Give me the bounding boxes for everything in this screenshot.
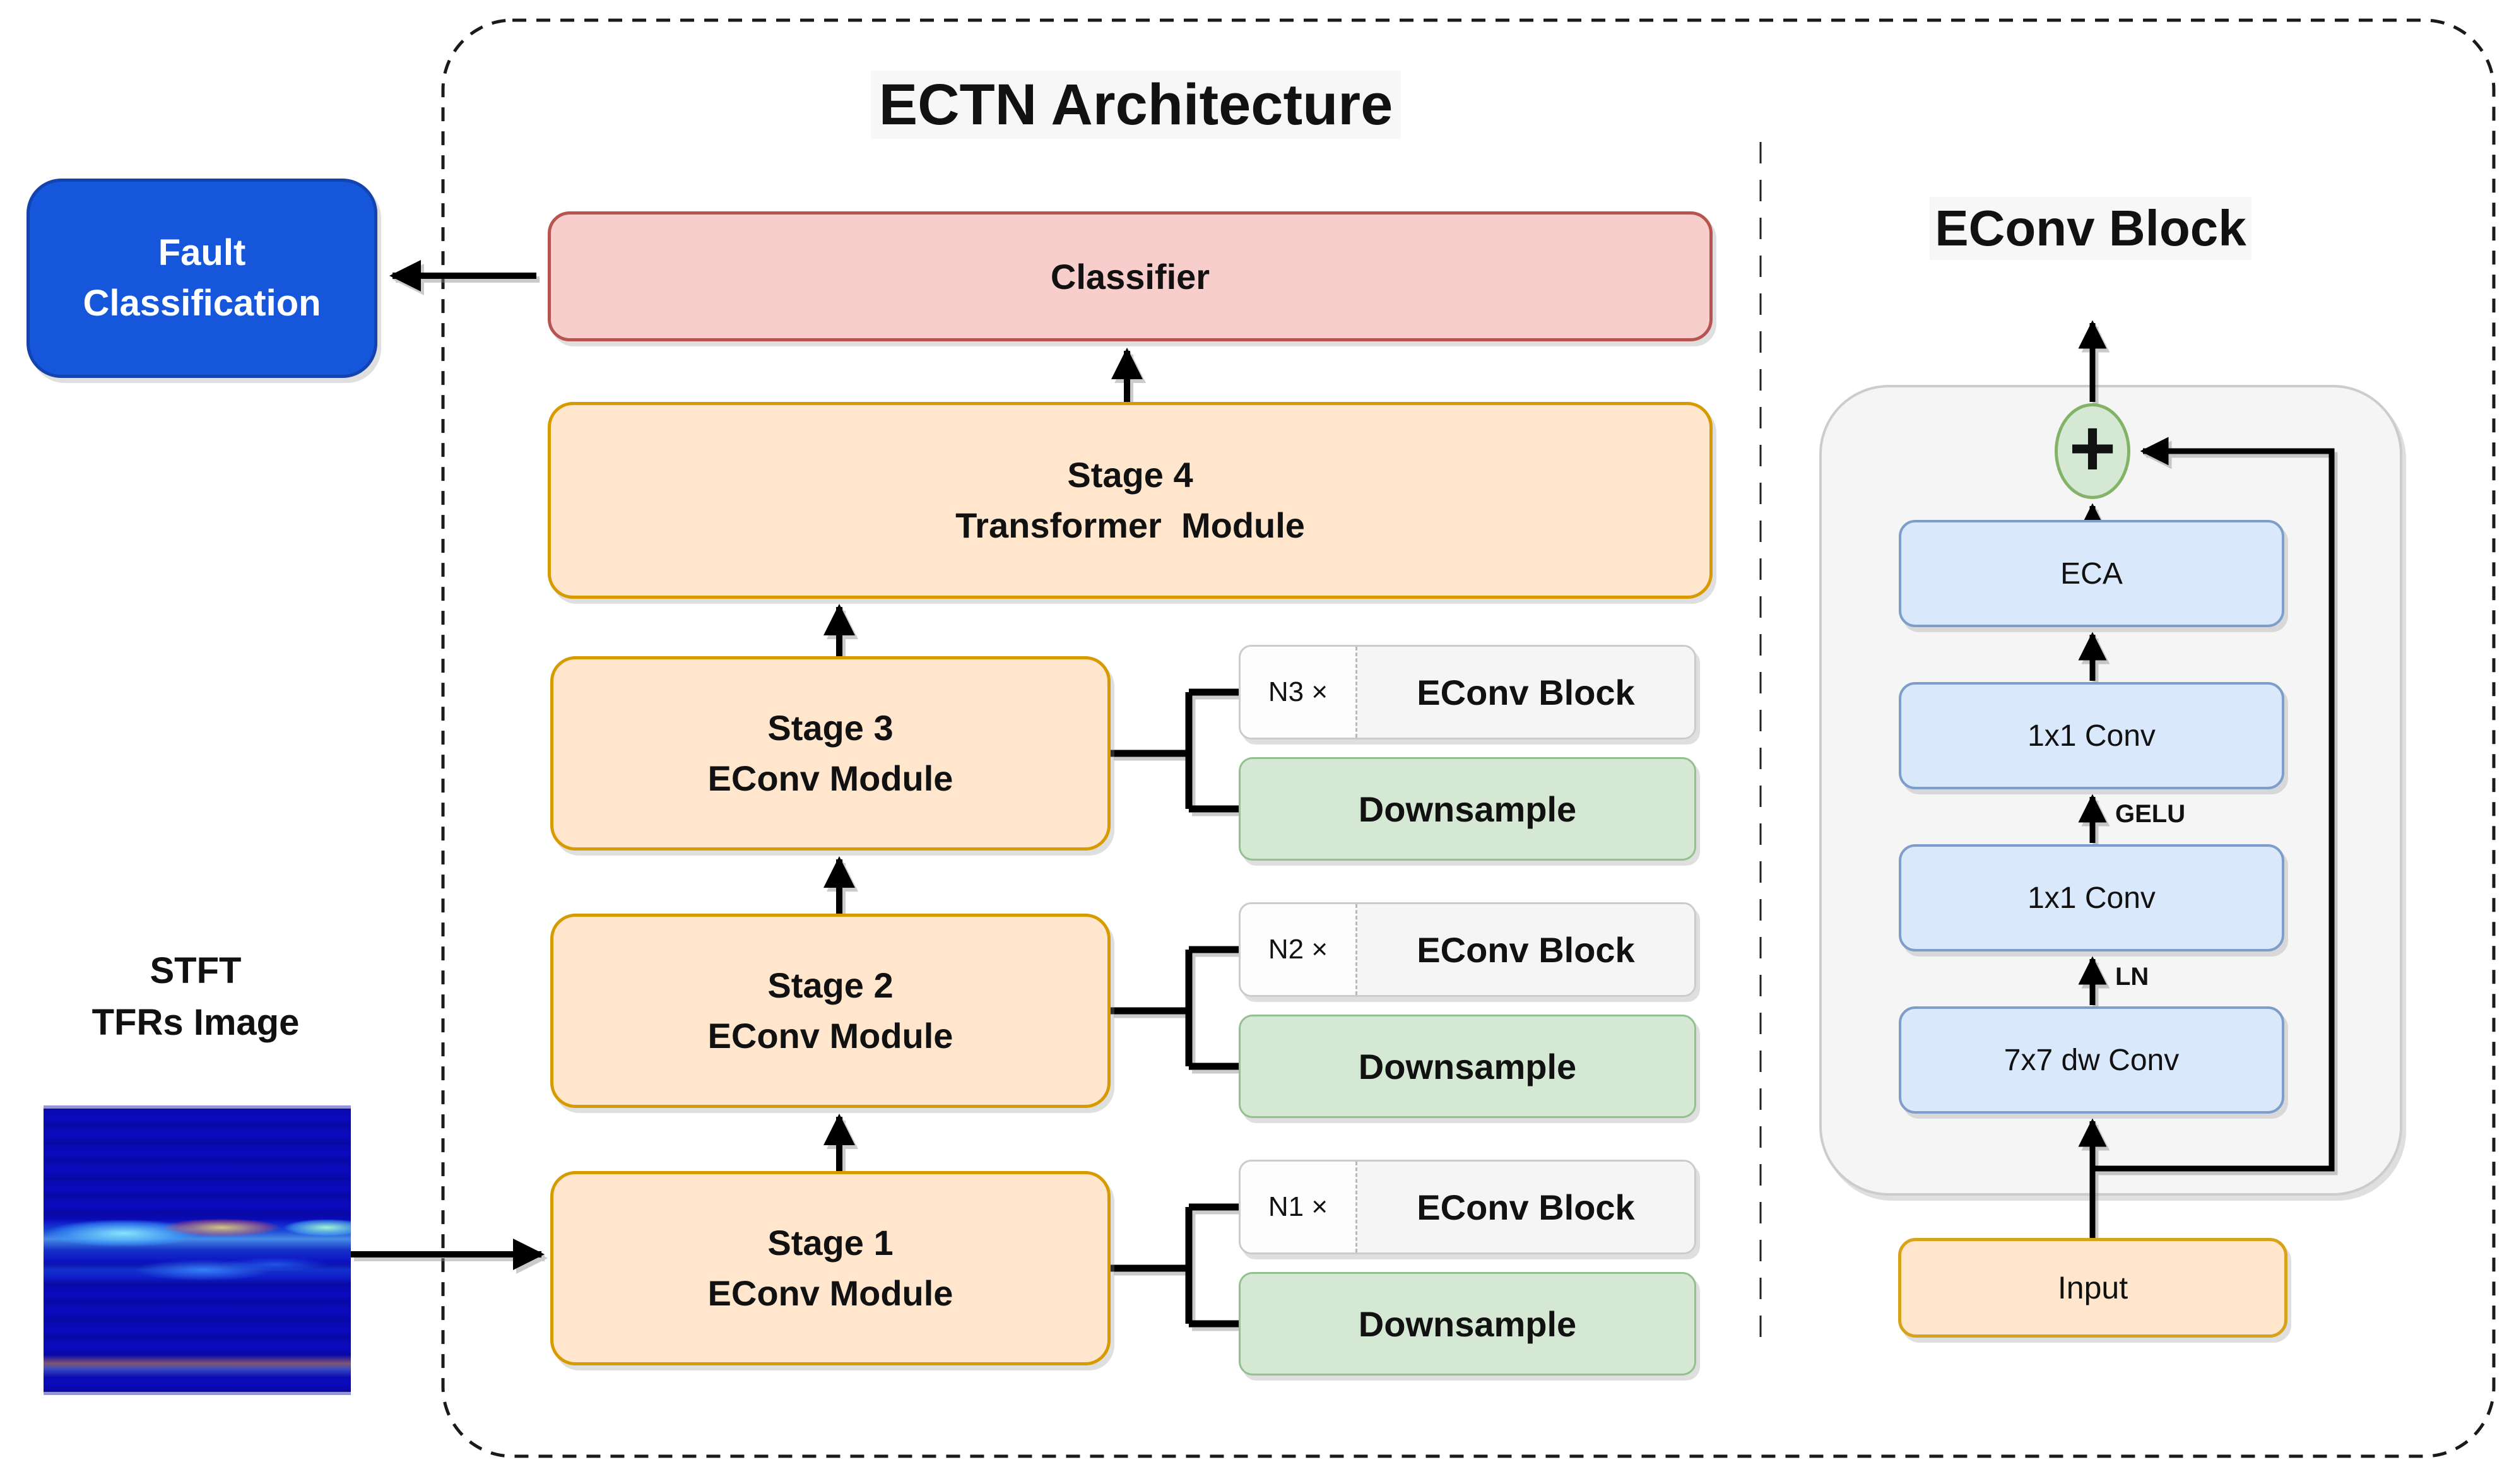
stft-input-label: STFT TFRs Image bbox=[38, 945, 353, 1049]
eca-box: ECA bbox=[1899, 520, 2284, 627]
ln-label: LN bbox=[2115, 963, 2149, 991]
downsample-box-stage2: Downsample bbox=[1239, 1015, 1696, 1118]
econv-repeat-chip-stage3: N3 × EConv Block bbox=[1239, 645, 1696, 739]
stage1-box: Stage 1 EConv Module bbox=[550, 1171, 1111, 1365]
spectrogram-image bbox=[44, 1105, 351, 1395]
downsample-box-stage3: Downsample bbox=[1239, 757, 1696, 861]
dwconv-box: 7x7 dw Conv bbox=[1899, 1006, 2284, 1114]
stage2-box: Stage 2 EConv Module bbox=[550, 914, 1111, 1108]
input-box: Input bbox=[1898, 1238, 2287, 1338]
downsample-box-stage1: Downsample bbox=[1239, 1272, 1696, 1375]
stft-line2: TFRs Image bbox=[91, 1002, 300, 1043]
repeat-count-n2: N2 × bbox=[1241, 904, 1357, 995]
stage1-line2: EConv Module bbox=[707, 1273, 953, 1313]
conv1x1-bottom-box: 1x1 Conv bbox=[1899, 844, 2284, 951]
stage1-line1: Stage 1 bbox=[767, 1223, 894, 1263]
stage4-box: Stage 4 Transformer Module bbox=[548, 402, 1713, 599]
econv-repeat-chip-stage2: N2 × EConv Block bbox=[1239, 902, 1696, 997]
stage3-line1: Stage 3 bbox=[767, 708, 894, 748]
conv1x1-top-box: 1x1 Conv bbox=[1899, 682, 2284, 789]
econv-block-title: EConv Block bbox=[1930, 197, 2251, 260]
plus-icon: + bbox=[2068, 403, 2116, 493]
bracket-stage3 bbox=[1111, 688, 1239, 813]
fault-classification-box: Fault Classification bbox=[27, 179, 377, 378]
classifier-box: Classifier bbox=[548, 211, 1713, 341]
repeat-count-n1: N1 × bbox=[1241, 1162, 1357, 1252]
fault-line1: Fault bbox=[158, 232, 246, 273]
dashed-frame bbox=[441, 18, 2496, 1458]
econv-repeat-chip-stage1: N1 × EConv Block bbox=[1239, 1160, 1696, 1254]
stage2-line2: EConv Module bbox=[707, 1016, 953, 1056]
stage2-line1: Stage 2 bbox=[767, 965, 894, 1005]
bracket-stage2 bbox=[1111, 946, 1239, 1070]
residual-add-node: + bbox=[2055, 403, 2130, 499]
stage4-line1: Stage 4 bbox=[1067, 455, 1193, 495]
diagram-title: ECTN Architecture bbox=[871, 71, 1401, 139]
stage3-box: Stage 3 EConv Module bbox=[550, 656, 1111, 851]
repeat-count-n3: N3 × bbox=[1241, 647, 1357, 738]
stage4-line2: Transformer Module bbox=[955, 505, 1305, 545]
bracket-stage1 bbox=[1111, 1203, 1239, 1328]
fault-line2: Classification bbox=[83, 283, 321, 324]
econv-block-label: EConv Block bbox=[1357, 904, 1694, 995]
econv-block-label: EConv Block bbox=[1357, 647, 1694, 738]
econv-block-label: EConv Block bbox=[1357, 1162, 1694, 1252]
gelu-label: GELU bbox=[2115, 800, 2186, 828]
stft-line1: STFT bbox=[150, 950, 242, 991]
stage3-line2: EConv Module bbox=[707, 758, 953, 798]
skip-connection bbox=[2092, 437, 2335, 1172]
